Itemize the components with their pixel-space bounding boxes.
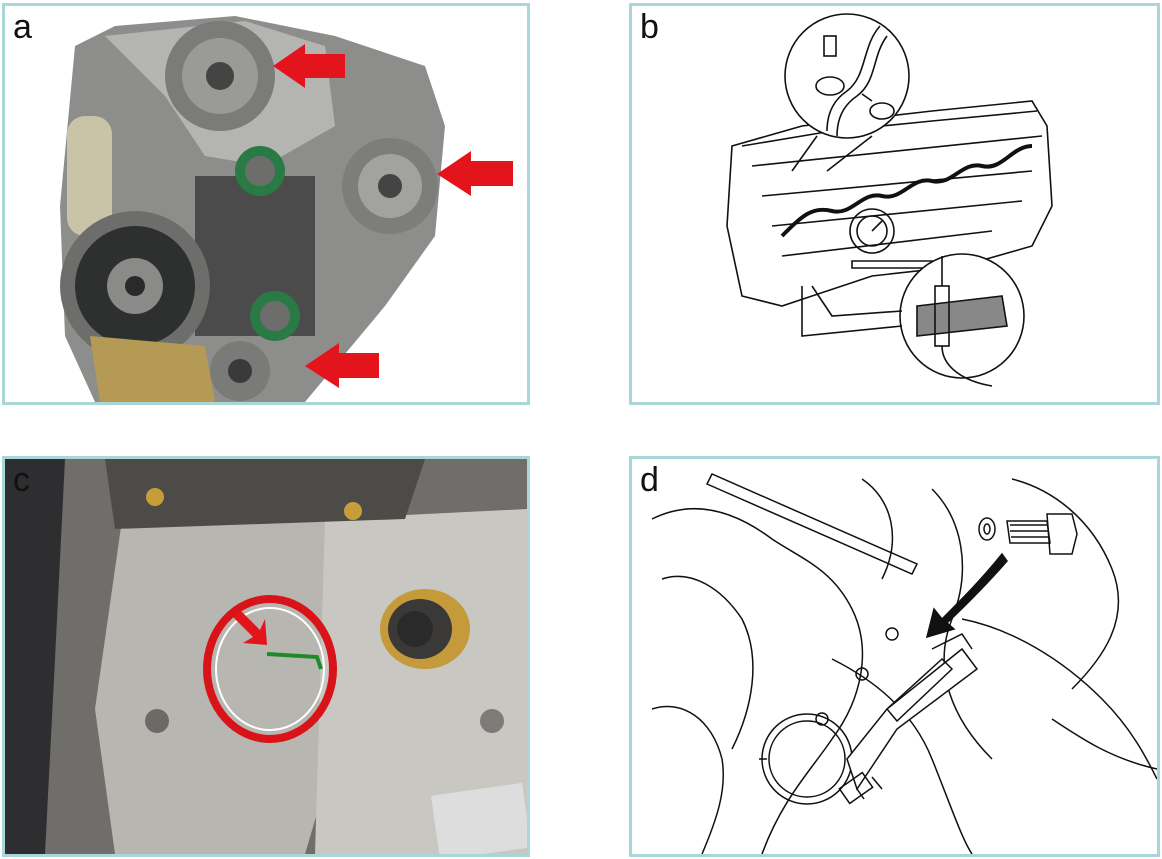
panel-label-c: c [13,461,30,499]
panel-b: b [629,3,1160,405]
panel-label-d: d [640,461,659,499]
panel-c: c [2,456,530,857]
pump-photo [5,459,527,854]
panel-label-b: b [640,8,659,46]
panel-a: a [2,3,530,405]
cylinder-head-drawing [726,13,1053,387]
engine-photo [5,6,527,402]
panel-d: d [629,456,1160,857]
arrow-bottom [305,343,379,388]
arrow-top [273,44,345,88]
panel-label-a: a [13,8,32,46]
arrow-right [437,151,513,196]
dial-gauge-drawing [651,473,1157,854]
